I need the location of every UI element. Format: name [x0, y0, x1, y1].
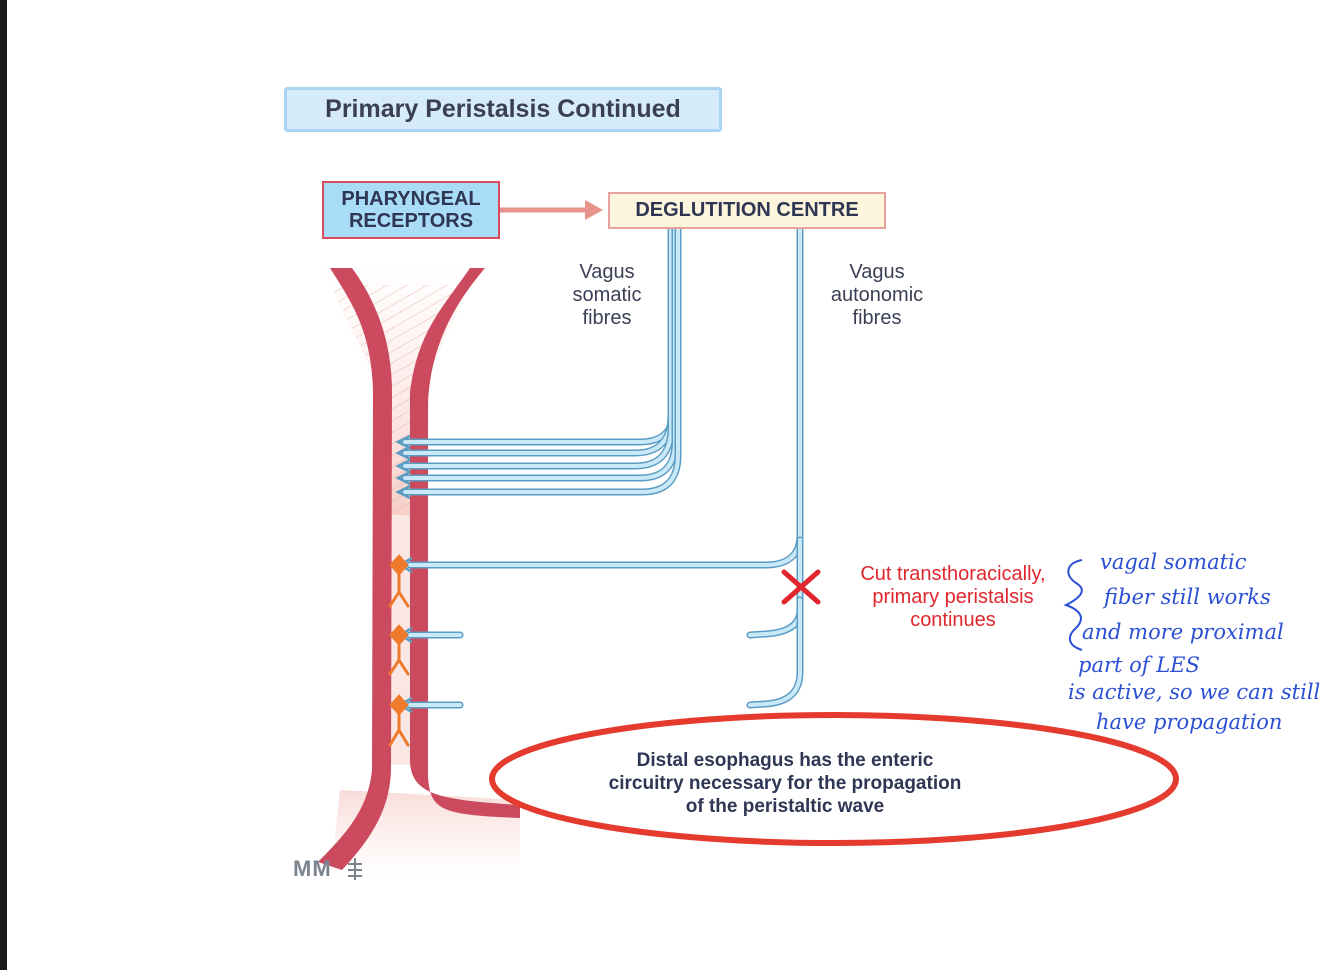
window-left-edge: [0, 0, 7, 970]
handwritten-note-line-4: part of LES: [1078, 653, 1200, 677]
enteric-neuron: [388, 554, 410, 608]
enteric-neuron: [388, 694, 410, 747]
cut-x-mark: [781, 569, 821, 605]
cut-transthoracically-label: Cut transthoracically, primary peristals…: [838, 563, 1068, 632]
cut-line-1: Cut transthoracically,: [860, 563, 1046, 585]
vagus-autonomic-line-1: Vagus: [849, 261, 905, 283]
slide-title: Primary Peristalsis Continued: [284, 87, 722, 132]
mm-logo: MM: [293, 856, 332, 881]
pharyngeal-receptors-box: PHARYNGEAL RECEPTORS: [322, 181, 500, 239]
distal-line-3: of the peristaltic wave: [685, 796, 885, 817]
vagus-autonomic-nerve: [406, 224, 804, 709]
highlight-oval: [489, 712, 1179, 846]
pharyngeal-line-1: PHARYNGEAL: [341, 188, 481, 210]
vagus-somatic-line-1: Vagus: [579, 261, 635, 283]
handwritten-note-line-6: have propagation: [1096, 710, 1283, 734]
handwritten-brace: [1063, 559, 1083, 651]
vagus-somatic-label: Vagus somatic fibres: [557, 261, 657, 330]
logo-caduceus-icon: [348, 858, 362, 880]
afferent-arrow: [500, 200, 603, 220]
distal-line-2: circuitry necessary for the propagation: [608, 773, 962, 794]
cut-line-3: continues: [910, 609, 996, 631]
somatic-nerve-endings: [395, 434, 411, 500]
vagus-autonomic-line-2: autonomic: [830, 284, 924, 306]
vagus-autonomic-label: Vagus autonomic fibres: [817, 261, 937, 330]
vagus-somatic-nerve: [401, 224, 682, 496]
esophagus-wall-right: [410, 268, 520, 818]
handwritten-note-line-1: vagal somatic: [1100, 550, 1247, 574]
enteric-neuron: [388, 624, 410, 676]
vagus-somatic-line-3: fibres: [582, 307, 632, 329]
vagus-somatic-line-2: somatic: [572, 284, 642, 306]
pharyngeal-line-2: RECEPTORS: [348, 210, 474, 232]
distal-line-1: Distal esophagus has the enteric: [636, 750, 934, 771]
handwritten-note-line-3: and more proximal: [1082, 620, 1284, 644]
esophagus-wall-left: [318, 268, 392, 870]
vagus-autonomic-line-3: fibres: [852, 307, 902, 329]
handwritten-note-line-2: fiber still works: [1104, 585, 1271, 609]
handwritten-note-line-5: is active, so we can still: [1068, 680, 1321, 704]
distal-esophagus-label: Distal esophagus has the enteric circuit…: [560, 749, 1010, 818]
deglutition-centre-box: DEGLUTITION CENTRE: [608, 192, 886, 229]
cut-line-2: primary peristalsis: [872, 586, 1034, 608]
